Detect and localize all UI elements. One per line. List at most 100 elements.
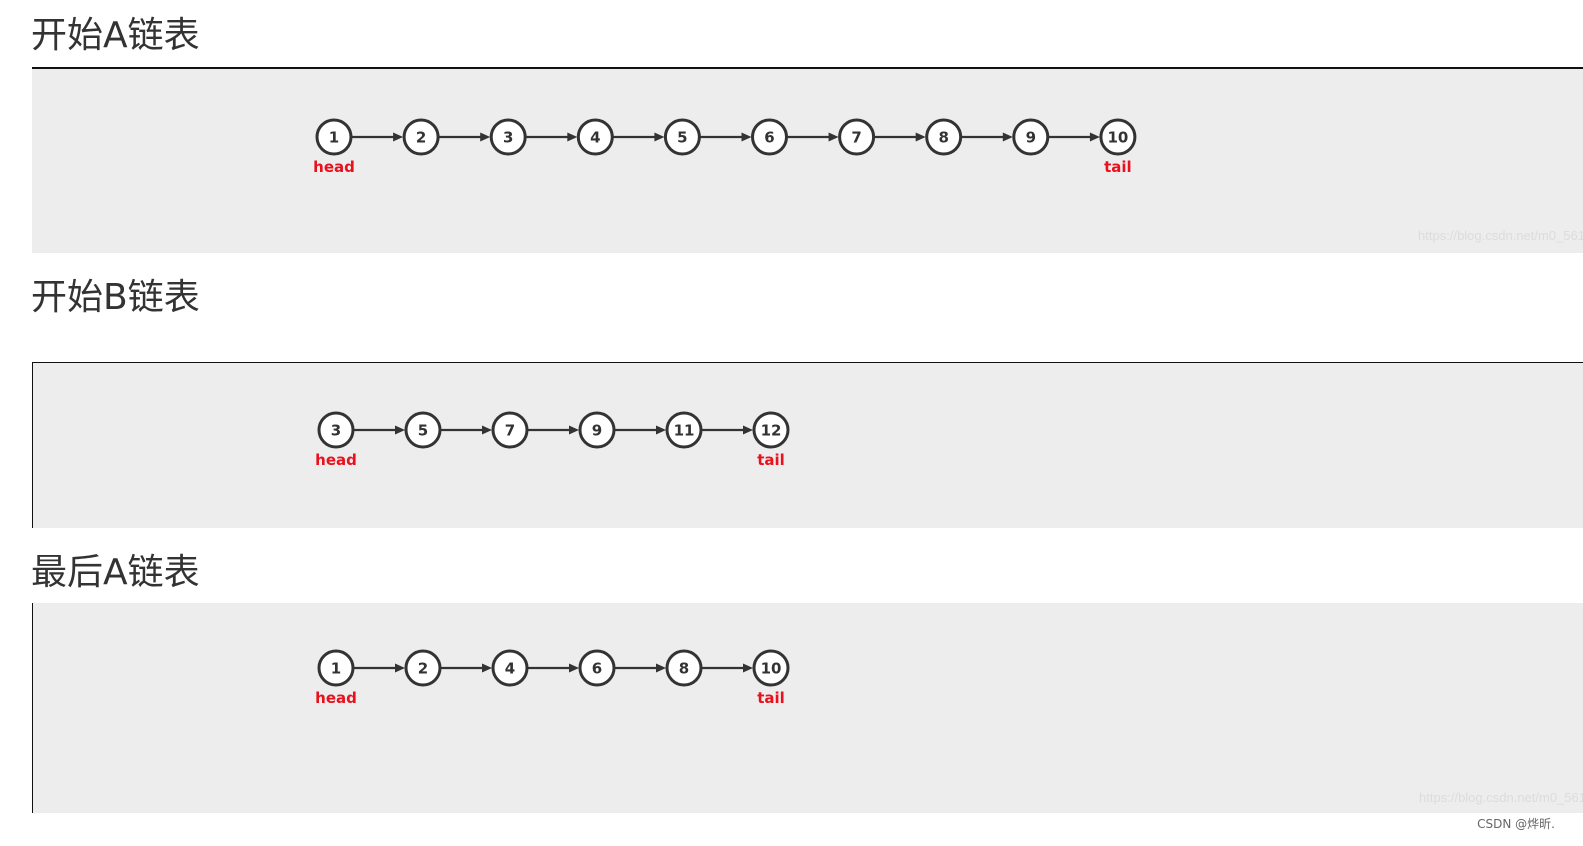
node-value: 10: [1107, 129, 1128, 147]
list-node: 6: [578, 649, 616, 687]
list-node: 9: [578, 411, 616, 449]
list-node: 6: [751, 118, 788, 156]
node-value: 7: [505, 422, 515, 440]
arrow-head: [741, 132, 752, 142]
node-circle: [489, 118, 527, 156]
tail-label: tail: [1104, 158, 1132, 176]
node-circle: [404, 649, 442, 687]
node-circle: [404, 411, 442, 449]
node-value: 1: [331, 660, 341, 678]
node-value: 2: [416, 129, 426, 147]
head-label: head: [315, 689, 357, 707]
head-label: head: [315, 451, 357, 469]
node-circle: [491, 649, 529, 687]
node-circle: [752, 649, 790, 687]
linked-list-panel-final-a: 1 2 4 6 8 10 head tail https://blog.csdn.net/m0…: [32, 603, 1583, 813]
linked-list-diagram-start-b: 3 5 7 9 11 12 head tail: [315, 411, 790, 469]
tail-label: tail: [757, 451, 785, 469]
node-value: 2: [418, 660, 428, 678]
arrow-head: [915, 132, 926, 142]
node-value: 9: [592, 422, 602, 440]
list-node: 8: [925, 118, 963, 156]
section-title-start-a: 开始A链表: [31, 15, 200, 56]
list-node: 4: [576, 118, 614, 156]
arrow-head: [828, 132, 839, 142]
list-node: 4: [491, 649, 529, 687]
list-node: 11: [665, 411, 703, 449]
node-circle: [315, 118, 353, 156]
node-circle: [402, 118, 440, 156]
arrow-head: [569, 425, 579, 435]
arrow-head: [656, 663, 666, 673]
node-value: 7: [851, 129, 861, 147]
arrow-head: [569, 663, 579, 673]
list-node: 8: [665, 649, 703, 687]
node-circle: [838, 118, 876, 156]
watermark: https://blog.csdn.net/m0_561: [1418, 228, 1583, 243]
node-value: 5: [677, 129, 687, 147]
node-value: 4: [505, 660, 515, 678]
node-value: 4: [590, 129, 600, 147]
arrow-head: [482, 425, 492, 435]
watermark: https://blog.csdn.net/m0_561: [1419, 790, 1583, 805]
node-value: 3: [503, 129, 513, 147]
linked-list-panel-start-b: 3 5 7 9 11 12 head tail: [32, 362, 1583, 528]
list-node: 3: [317, 411, 355, 449]
node-value: 9: [1026, 129, 1036, 147]
arrow-head: [656, 425, 666, 435]
arrow-head: [480, 132, 491, 142]
node-circle: [925, 118, 963, 156]
node-value: 6: [764, 129, 774, 147]
node-value: 8: [679, 660, 689, 678]
linked-list-diagram-final-a: 1 2 4 6 8 10 head tail: [315, 649, 790, 707]
node-value: 8: [938, 129, 948, 147]
arrow-head: [654, 132, 665, 142]
node-circle: [576, 118, 614, 156]
node-circle: [1099, 118, 1137, 156]
list-node: 5: [404, 411, 442, 449]
node-value: 3: [331, 422, 341, 440]
section-title-start-b: 开始B链表: [31, 277, 200, 318]
list-node: 2: [402, 118, 440, 156]
arrow-head: [567, 132, 578, 142]
node-circle: [317, 649, 355, 687]
list-node: 1: [315, 118, 353, 156]
arrow-head: [395, 425, 405, 435]
list-node: 1: [317, 649, 355, 687]
section-title-final-a: 最后A链表: [31, 552, 200, 593]
node-circle: [317, 411, 355, 449]
list-node: 10: [752, 649, 790, 687]
node-value: 11: [674, 422, 695, 440]
arrow-head: [1002, 132, 1013, 142]
arrow-head: [743, 425, 753, 435]
node-circle: [665, 649, 703, 687]
node-circle: [752, 411, 790, 449]
list-node: 10: [1099, 118, 1137, 156]
node-circle: [665, 411, 703, 449]
arrow-head: [743, 663, 753, 673]
node-value: 1: [329, 129, 339, 147]
node-value: 12: [761, 422, 782, 440]
list-node: 2: [404, 649, 442, 687]
node-circle: [491, 411, 529, 449]
tail-label: tail: [757, 689, 785, 707]
list-node: 7: [491, 411, 529, 449]
list-node: 9: [1012, 118, 1050, 156]
head-label: head: [313, 158, 355, 176]
arrow-head: [482, 663, 492, 673]
list-node: 12: [752, 411, 790, 449]
list-node: 3: [489, 118, 527, 156]
list-node: 7: [838, 118, 876, 156]
node-value: 5: [418, 422, 428, 440]
footer-credit: CSDN @烨昕.: [1477, 817, 1555, 831]
list-node: 5: [663, 118, 701, 156]
node-value: 10: [761, 660, 782, 678]
node-circle: [751, 118, 788, 156]
arrow-head: [393, 132, 404, 142]
node-circle: [578, 649, 616, 687]
node-circle: [663, 118, 701, 156]
arrow-head: [1089, 132, 1100, 142]
node-circle: [1012, 118, 1050, 156]
node-circle: [578, 411, 616, 449]
